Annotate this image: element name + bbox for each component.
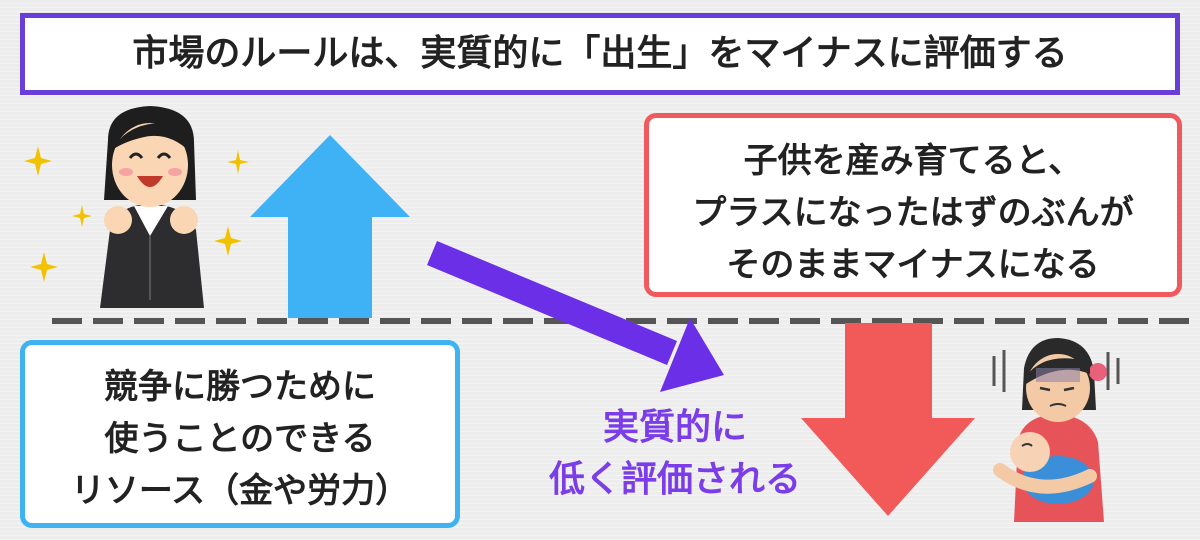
tired-mother-with-baby-illustration [992, 338, 1120, 522]
negative-effect-line-3: そのままマイナスになる [726, 245, 1100, 285]
down-arrow [801, 323, 975, 516]
lowered-evaluation-line-2: 低く評価される [548, 459, 801, 500]
resources-line-3: リソース（金や労力） [70, 471, 410, 511]
sparkle-icon [24, 146, 249, 282]
lowered-evaluation-label: 実質的に 低く評価される [510, 402, 840, 506]
resources-line-1: 競争に勝つために [104, 367, 376, 407]
negative-effect-box: 子供を産み育てると、 プラスになったはずのぶんが そのままマイナスになる [644, 113, 1182, 297]
up-arrow [250, 135, 410, 318]
happy-businesswoman-illustration [100, 106, 204, 308]
title-box: 市場のルールは、実質的に「出生」をマイナスに評価する [20, 13, 1180, 95]
negative-effect-line-1: 子供を産み育てると、 [743, 141, 1083, 181]
resources-box: 競争に勝つために 使うことのできる リソース（金や労力） [20, 340, 460, 528]
diagonal-arrow [427, 241, 724, 392]
title-text: 市場のルールは、実質的に「出生」をマイナスに評価する [132, 33, 1068, 74]
resources-line-2: 使うことのできる [104, 419, 376, 459]
lowered-evaluation-line-1: 実質的に [602, 407, 747, 448]
negative-effect-line-2: プラスになったはずのぶんが [692, 193, 1134, 233]
